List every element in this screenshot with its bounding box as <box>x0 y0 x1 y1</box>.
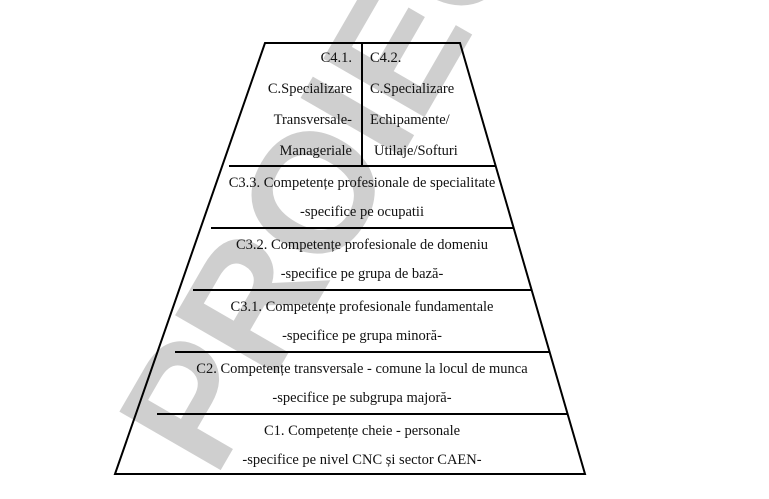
level-c3-3: C3.3. Competențe profesionale de special… <box>229 175 496 220</box>
c3-2-subtitle: -specifice pe grupa de bază- <box>281 266 444 282</box>
c4-2-line-2: C.Specializare <box>370 81 454 97</box>
level-c4-1: C4.1. C.Specializare Transversale- Manag… <box>268 50 352 159</box>
c3-1-subtitle: -specifice pe grupa minoră- <box>282 328 442 344</box>
pyramid-outline <box>113 42 587 475</box>
c4-2-code: C4.2. <box>370 50 401 66</box>
c3-1-title: C3.1. Competențe profesionale fundamenta… <box>231 299 494 315</box>
level-c3-1: C3.1. Competențe profesionale fundamenta… <box>231 299 494 344</box>
level-c1: C1. Competențe cheie - personale -specif… <box>242 423 481 468</box>
pyramid-frame <box>113 42 587 475</box>
c1-subtitle: -specifice pe nivel CNC și sector CAEN- <box>242 452 481 468</box>
c2-subtitle: -specifice pe subgrupa majoră- <box>272 390 451 406</box>
level-c4-2: C4.2. C.Specializare Echipamente/ Utilaj… <box>370 50 458 159</box>
c4-2-line-3: Echipamente/ <box>370 112 451 128</box>
level-c3-2: C3.2. Competențe profesionale de domeniu… <box>236 237 488 282</box>
c4-1-code: C4.1. <box>321 50 352 66</box>
c1-title: C1. Competențe cheie - personale <box>264 423 460 439</box>
c4-2-line-4: Utilaje/Softuri <box>374 143 458 159</box>
c3-2-title: C3.2. Competențe profesionale de domeniu <box>236 237 488 253</box>
c3-3-subtitle: -specifice pe ocupatii <box>300 204 424 220</box>
c4-1-line-3: Transversale- <box>274 112 353 128</box>
c3-3-title: C3.3. Competențe profesionale de special… <box>229 175 496 191</box>
c4-1-line-4: Manageriale <box>280 143 352 159</box>
c2-title: C2. Competențe transversale - comune la … <box>196 361 528 377</box>
c4-1-line-2: C.Specializare <box>268 81 352 97</box>
level-c2: C2. Competențe transversale - comune la … <box>196 361 528 406</box>
